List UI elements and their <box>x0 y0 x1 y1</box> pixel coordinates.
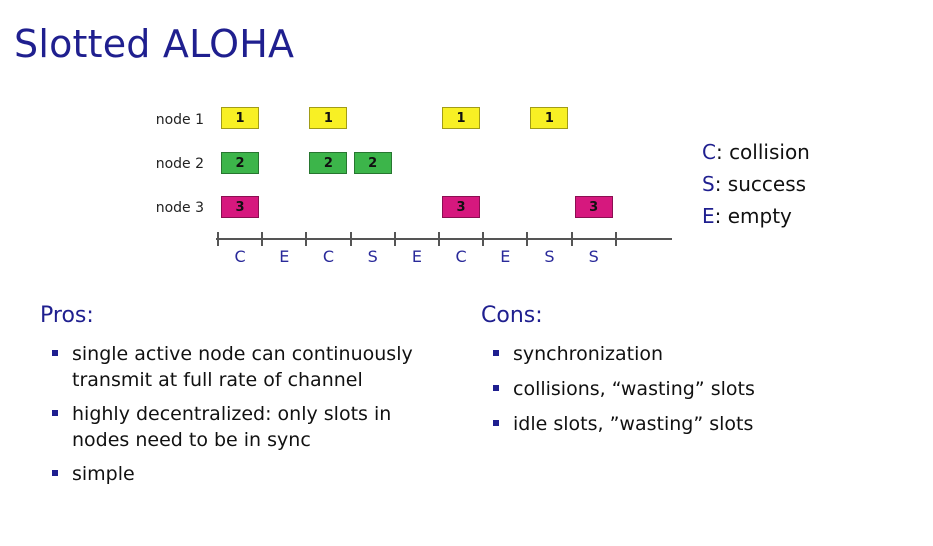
legend-key-s: S <box>702 172 715 196</box>
node-2-frame-box: 2 <box>221 152 259 174</box>
bullet-icon <box>52 410 58 416</box>
cons-item: collisions, “wasting” slots <box>485 376 905 402</box>
pros-item: simple <box>44 461 444 487</box>
cons-item-text: idle slots, ”wasting” slots <box>513 413 754 435</box>
slot-outcome-label: C <box>234 247 246 266</box>
node-1-frame-box: 1 <box>530 107 569 129</box>
axis-tick <box>305 232 308 246</box>
legend-key-c: C <box>702 140 716 164</box>
node-3-frame-box: 3 <box>574 196 613 218</box>
legend-empty: E: empty <box>702 204 792 228</box>
slot-outcome-label: S <box>367 247 378 266</box>
axis-tick <box>438 232 440 246</box>
node-2-frame-box: 2 <box>353 152 392 174</box>
bullet-icon <box>52 470 58 476</box>
pros-item-text: simple <box>72 463 135 485</box>
axis-tick <box>526 232 529 246</box>
bullet-icon <box>493 385 499 391</box>
slot-outcome-label: C <box>455 247 467 266</box>
pros-item-text: highly decentralized: only slots in node… <box>72 403 392 451</box>
cons-heading: Cons: <box>481 303 543 328</box>
node-2-label: node 2 <box>155 156 204 172</box>
cons-item-text: synchronization <box>513 343 664 365</box>
axis-tick <box>261 232 264 246</box>
pros-item: single active node can continuously tran… <box>44 341 444 393</box>
legend-success: S: success <box>702 172 806 196</box>
axis-tick <box>349 232 352 246</box>
node-3-label: node 3 <box>155 200 204 216</box>
node-1-label: node 1 <box>155 112 204 128</box>
node-2-frame-box: 2 <box>309 152 348 174</box>
axis-tick <box>570 232 573 246</box>
cons-list: synchronization collisions, “wasting” sl… <box>485 341 905 445</box>
legend-text-e: : empty <box>714 204 792 228</box>
node-1-frame-box: 1 <box>309 107 348 129</box>
bullet-icon <box>493 420 499 426</box>
node-3-frame-box: 3 <box>442 196 480 218</box>
cons-item: synchronization <box>485 341 905 367</box>
slot-outcome-label: E <box>500 247 511 266</box>
axis-tick <box>217 232 219 246</box>
node-3-frame-box: 3 <box>221 196 259 218</box>
pros-item-text: single active node can continuously tran… <box>72 343 413 391</box>
node-1-frame-box: 1 <box>442 107 480 129</box>
axis-tick <box>393 232 396 246</box>
slot-outcome-label: S <box>544 247 555 266</box>
node-1-frame-box: 1 <box>221 107 259 129</box>
time-axis <box>216 238 672 240</box>
axis-tick <box>614 232 617 246</box>
page-title: Slotted ALOHA <box>14 22 295 66</box>
slot-outcome-label: C <box>322 247 335 266</box>
legend-text-s: : success <box>714 172 807 196</box>
slot-outcome-label: E <box>411 247 422 266</box>
slot-outcome-label: S <box>588 247 599 266</box>
legend-collision: C: collision <box>702 140 810 164</box>
slot-outcome-label: E <box>279 247 290 266</box>
pros-list: single active node can continuously tran… <box>44 341 444 495</box>
bullet-icon <box>52 350 58 356</box>
bullet-icon <box>493 350 499 356</box>
axis-tick <box>482 232 485 246</box>
legend-key-e: E <box>702 204 715 228</box>
legend-text-c: : collision <box>715 140 810 164</box>
cons-item: idle slots, ”wasting” slots <box>485 411 905 437</box>
pros-heading: Pros: <box>40 303 94 328</box>
pros-item: highly decentralized: only slots in node… <box>44 401 444 453</box>
cons-item-text: collisions, “wasting” slots <box>513 378 755 400</box>
